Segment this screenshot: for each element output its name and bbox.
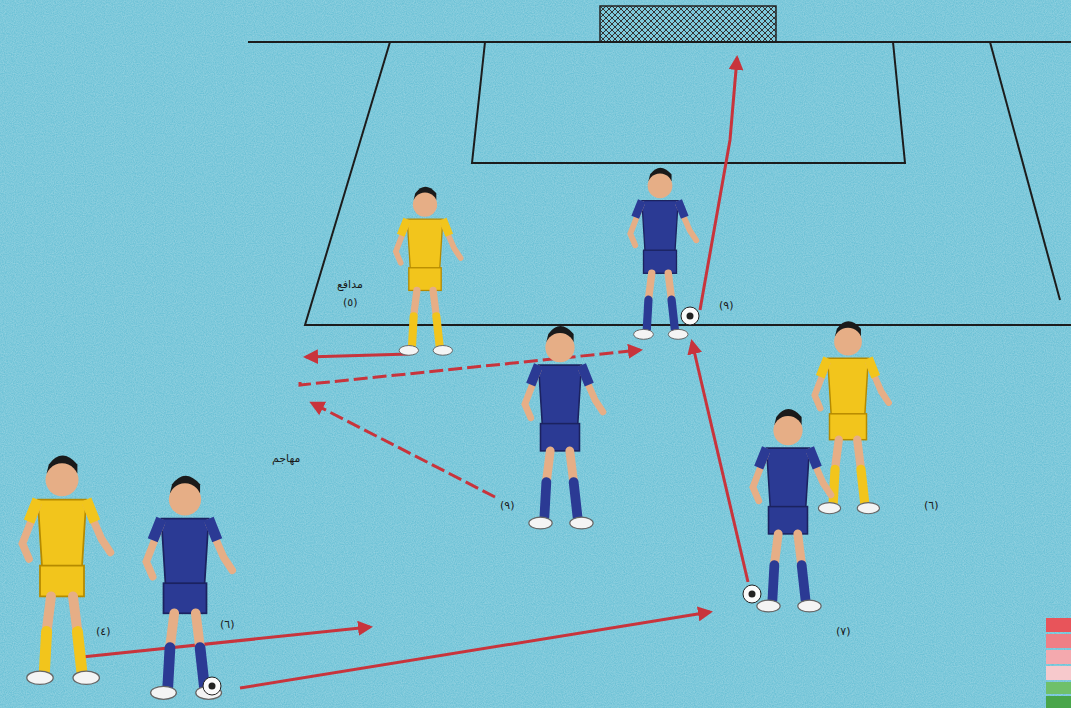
callout-number: (٦) [924, 500, 939, 512]
callout-number: (٩) [500, 500, 515, 512]
role-label: مهاجم [272, 453, 300, 465]
callout-number: (٤) [96, 626, 111, 638]
callout-number: (٩) [719, 300, 734, 312]
callout-number: (٦) [220, 619, 235, 631]
role-label: مدافع [337, 279, 363, 291]
callout-number: (٥) [343, 297, 358, 309]
callout-number: (٧) [836, 626, 851, 638]
